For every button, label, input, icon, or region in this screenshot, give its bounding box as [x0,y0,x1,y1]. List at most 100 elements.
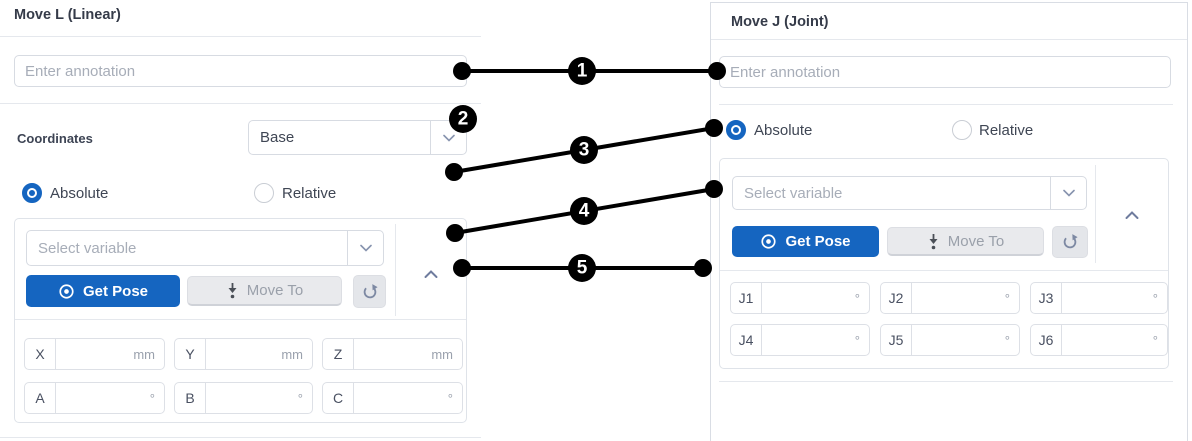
pose-field-y: Y mm [174,338,313,370]
field-unit: mm [431,346,453,362]
radio-absolute-label: Absolute [754,122,813,139]
collapse-button[interactable] [1119,205,1145,225]
refresh-button[interactable] [1052,226,1088,258]
field-unit: ° [1004,290,1010,306]
refresh-icon [1061,233,1079,251]
pose-field-z: Z mm [322,338,463,370]
chevron-down-icon [1050,177,1086,209]
refresh-button[interactable] [353,275,386,308]
field-label: J5 [881,325,912,355]
field-label: J2 [881,283,912,313]
collapse-button[interactable] [418,264,444,284]
field-unit: ° [149,390,155,406]
radio-absolute-label: Absolute [50,185,109,202]
radio-relative[interactable] [952,120,972,140]
callout-4: 4 [446,180,723,242]
radio-relative[interactable] [254,183,274,203]
divider [720,270,1168,271]
variable-dropdown[interactable]: Select variable [26,230,384,266]
callout-line [454,187,715,235]
get-pose-label: Get Pose [785,233,851,250]
pose-field-c: C ° [322,382,463,414]
coordinates-value: Base [260,129,295,146]
variable-placeholder: Select variable [744,184,843,202]
divider [0,437,481,438]
pose-x-input[interactable] [56,339,132,369]
field-unit: ° [297,390,303,406]
callout-badge-number: 1 [577,61,588,82]
chevron-up-icon [424,269,438,279]
pose-y-input[interactable] [206,339,280,369]
move-to-button[interactable]: Move To [187,276,342,306]
coordinates-dropdown[interactable]: Base [248,120,467,155]
callout-badge-number: 5 [577,258,588,279]
divider [1095,165,1096,263]
joint-j6-input[interactable] [1062,325,1151,355]
target-icon [760,233,777,250]
coordinates-label: Coordinates [17,131,93,146]
joint-field-j2: J2 ° [880,282,1020,314]
pose-c-input[interactable] [354,383,446,413]
radio-absolute[interactable] [726,120,746,140]
joint-field-j1: J1 ° [730,282,870,314]
joints-group: Select variable Get Pose [719,158,1169,369]
get-pose-label: Get Pose [82,282,149,300]
field-label: C [323,383,354,413]
page-title: Move J (Joint) [731,14,829,30]
chevron-down-icon [430,121,466,154]
callout-badge [568,57,596,85]
callout-5: 5 [453,254,712,282]
joint-j3-input[interactable] [1062,283,1151,313]
field-unit: ° [1152,332,1158,348]
move-to-label: Move To [246,282,304,299]
field-unit: mm [281,346,303,362]
field-unit: ° [1152,290,1158,306]
field-label: J4 [731,325,762,355]
radio-absolute[interactable] [22,183,42,203]
annotation-input[interactable] [14,55,467,87]
joint-j4-input[interactable] [762,325,853,355]
move-down-icon [226,282,239,299]
move-j-panel: Move J (Joint) Absolute Relative Select … [710,2,1188,441]
field-label: B [175,383,206,413]
annotation-input[interactable] [719,56,1171,88]
field-unit: ° [854,332,860,348]
get-pose-button[interactable]: Get Pose [26,275,180,307]
field-label: A [25,383,56,413]
get-pose-button[interactable]: Get Pose [732,226,879,257]
pose-group: Select variable Get Pose [14,218,467,423]
field-label: Y [175,339,206,369]
page-title: Move L (Linear) [14,7,121,23]
refresh-icon [361,283,379,301]
move-to-button[interactable]: Move To [887,227,1044,256]
callout-1: 1 [453,57,726,85]
target-icon [58,283,75,300]
joint-j1-input[interactable] [762,283,853,313]
pose-a-input[interactable] [56,383,148,413]
field-label: X [25,339,56,369]
pose-b-input[interactable] [206,383,296,413]
pose-field-x: X mm [24,338,165,370]
chevron-down-icon [347,231,383,265]
pose-field-a: A ° [24,382,165,414]
callout-3: 3 [445,119,723,181]
joint-field-j6: J6 ° [1030,324,1168,356]
divider [15,319,466,320]
joint-field-j5: J5 ° [880,324,1020,356]
callout-badge-number: 3 [579,140,590,161]
callout-line [453,126,715,174]
divider [395,224,396,316]
pose-z-input[interactable] [354,339,430,369]
variable-dropdown[interactable]: Select variable [732,176,1087,210]
joint-j2-input[interactable] [912,283,1003,313]
move-l-panel: Move L (Linear) Coordinates Base Absolut… [0,0,481,441]
callout-badge [570,136,598,164]
field-unit: mm [133,346,155,362]
divider [0,36,481,37]
radio-relative-label: Relative [282,185,337,202]
move-down-icon [927,233,940,250]
chevron-up-icon [1125,210,1139,220]
radio-relative-label: Relative [979,122,1034,139]
joint-j5-input[interactable] [912,325,1003,355]
